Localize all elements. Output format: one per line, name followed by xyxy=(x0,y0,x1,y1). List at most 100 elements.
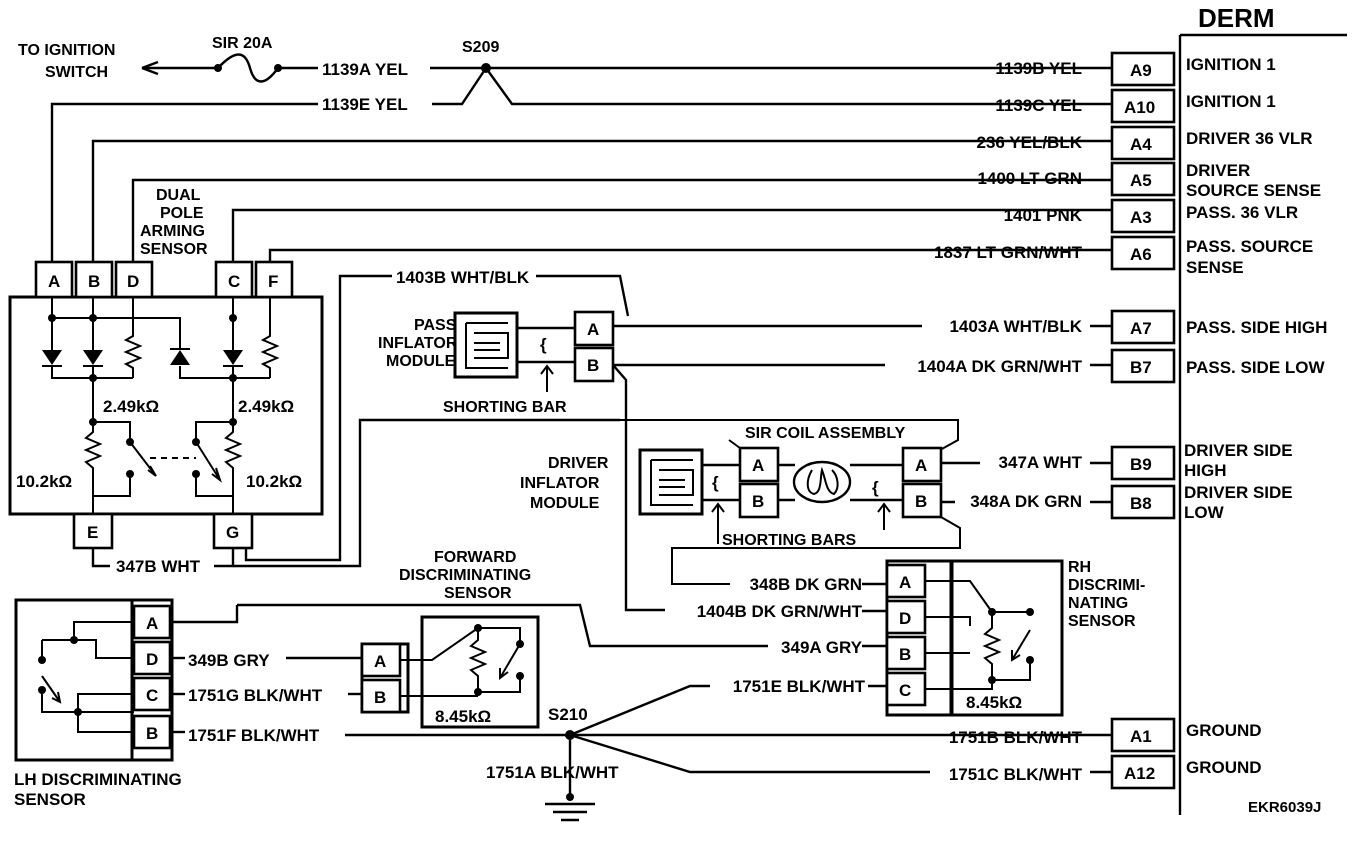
driver-brace-left: { xyxy=(712,473,719,492)
derm-circuit-labels: 1139B YEL 1139C YEL 236 YEL/BLK 1400 LT … xyxy=(917,59,1082,784)
fn-ignition-1a: IGNITION 1 xyxy=(1186,55,1276,74)
arming-res-249-left: 2.49kΩ xyxy=(103,397,159,416)
clockspring-coil-icon xyxy=(792,460,852,504)
arming-name-2: POLE xyxy=(160,205,204,222)
wire-236 xyxy=(91,139,1112,262)
rh-pin-c-label: C xyxy=(899,681,911,700)
pass-inflator-leads xyxy=(517,326,575,364)
ground-splice: S210 1751A BLK/WHT xyxy=(345,684,1112,822)
lh-name-2: SENSOR xyxy=(14,790,86,809)
derm-pin-a12-label: A12 xyxy=(1124,764,1155,783)
circuit-348b: 348B DK GRN xyxy=(750,575,862,594)
arrow-icon xyxy=(540,364,554,392)
rh-sensor: 348B DK GRN 1404B DK GRN/WHT 349A GRY 17… xyxy=(237,559,1145,717)
forward-sensor: FORWARD DISCRIMINATING SENSOR A B 8.45kΩ xyxy=(360,549,540,729)
circuit-347a: 347A WHT xyxy=(999,453,1083,472)
wire-349a xyxy=(237,603,887,648)
rh-pin-d-label: D xyxy=(899,609,911,628)
wire-to-1751e xyxy=(569,684,710,737)
wire-1404b xyxy=(612,364,665,612)
fwd-pin-b xyxy=(360,678,402,714)
wire-347b-e xyxy=(91,548,110,568)
driver-inflator-module: DRIVER INFLATOR MODULE { A B SIR COIL AS… xyxy=(520,419,1112,585)
forward-name-1: FORWARD xyxy=(434,549,516,566)
derm-pin-b8 xyxy=(1110,484,1176,520)
coil-pin-a xyxy=(901,446,943,483)
arming-pin-d-label: D xyxy=(127,272,139,291)
wire-1837 xyxy=(268,248,1112,262)
rh-pin-b xyxy=(885,635,927,671)
derm-pin-a4-label: A4 xyxy=(1130,135,1152,154)
circuit-349a: 349A GRY xyxy=(781,638,863,657)
driver-pin-a-label: A xyxy=(752,456,764,475)
coil-label: SIR COIL ASSEMBLY xyxy=(745,425,906,442)
driver-pin-b xyxy=(738,482,780,519)
derm-pin-a1 xyxy=(1110,717,1176,753)
coil-pin-b-label: B xyxy=(915,492,927,511)
arrow-icon xyxy=(877,502,891,530)
figure-id: EKR6039J xyxy=(1248,799,1321,816)
driver-inflator-leads xyxy=(702,463,740,502)
ground-icon xyxy=(545,802,595,822)
arrow-icon xyxy=(141,60,159,76)
fn-pass-36-vlr: PASS. 36 VLR xyxy=(1186,203,1298,222)
pass-pin-b-label: B xyxy=(587,356,599,375)
arming-pin-e-label: E xyxy=(87,523,98,542)
fwd-pin-b-label: B xyxy=(374,688,386,707)
driver-brace-right: { xyxy=(872,478,879,497)
circuit-1403b: 1403B WHT/BLK xyxy=(396,268,530,287)
lh-pin-a-label: A xyxy=(146,614,158,633)
derm-pin-b9 xyxy=(1110,445,1176,481)
arming-pin-a-label: A xyxy=(48,272,60,291)
coil-pin-b xyxy=(901,482,943,519)
circuit-1751c: 1751C BLK/WHT xyxy=(949,765,1083,784)
wire-1139c xyxy=(485,67,1112,106)
wire-1139e-to-arming-a xyxy=(50,102,318,262)
fn-ground-a12: GROUND xyxy=(1186,758,1262,777)
rh-resistor-label: 8.45kΩ xyxy=(966,693,1022,712)
fn-pass-side-high: PASS. SIDE HIGH xyxy=(1186,318,1327,337)
rh-sensor-body xyxy=(950,559,1064,717)
diode-icon xyxy=(223,350,243,365)
squib-icon xyxy=(465,322,509,369)
derm-pin-b8-label: B8 xyxy=(1130,494,1152,513)
fn-driver-line1: DRIVER xyxy=(1186,161,1250,180)
diode-icon xyxy=(170,350,190,365)
diode-icon xyxy=(42,350,62,365)
arming-internal-circuit xyxy=(42,297,280,514)
circuit-1751f: 1751F BLK/WHT xyxy=(188,726,320,745)
rh-name-3: NATING xyxy=(1068,595,1128,612)
driver-inflator-name-3: MODULE xyxy=(530,495,600,512)
coil-outline-left xyxy=(728,439,741,449)
splice-s209-label: S209 xyxy=(462,39,499,56)
shorting-bars-label: SHORTING BARS xyxy=(722,532,857,549)
ignition-switch-label: SWITCH xyxy=(45,64,108,81)
circuit-236: 236 YEL/BLK xyxy=(976,133,1082,152)
driver-pin-b-label: B xyxy=(752,492,764,511)
pass-pin-a xyxy=(573,310,615,347)
arming-pin-g-label: G xyxy=(226,523,239,542)
circuit-1404b: 1404B DK GRN/WHT xyxy=(697,602,863,621)
wire-1401 xyxy=(231,208,1112,262)
arming-pin-c-label: C xyxy=(228,272,240,291)
derm-pin-b7 xyxy=(1110,348,1176,384)
fn-pass-source: PASS. SOURCE xyxy=(1186,237,1313,256)
wire-1403b xyxy=(536,274,630,317)
derm-function-labels: IGNITION 1 IGNITION 1 DRIVER 36 VLR DRIV… xyxy=(1184,55,1327,777)
diode-icon xyxy=(83,350,103,365)
arming-name-4: SENSOR xyxy=(140,241,208,258)
derm-pin-a12 xyxy=(1110,754,1176,790)
pass-inflator-module: 1403B WHT/BLK PASS. INFLATOR MODULE { SH… xyxy=(378,268,1112,612)
rh-name-2: DISCRIMI- xyxy=(1068,577,1145,594)
forward-resistor-label: 8.45kΩ xyxy=(435,707,491,726)
circuit-348a: 348A DK GRN xyxy=(970,492,1082,511)
wire-to-1751c xyxy=(569,733,1112,774)
to-ignition-label: TO IGNITION xyxy=(18,42,115,59)
switch-contact-icon xyxy=(1011,629,1031,662)
rh-name-1: RH xyxy=(1068,559,1091,576)
derm-pin-a7 xyxy=(1110,309,1176,345)
resistor-icon xyxy=(223,412,243,514)
shorting-bar-label: SHORTING BAR xyxy=(443,399,567,416)
